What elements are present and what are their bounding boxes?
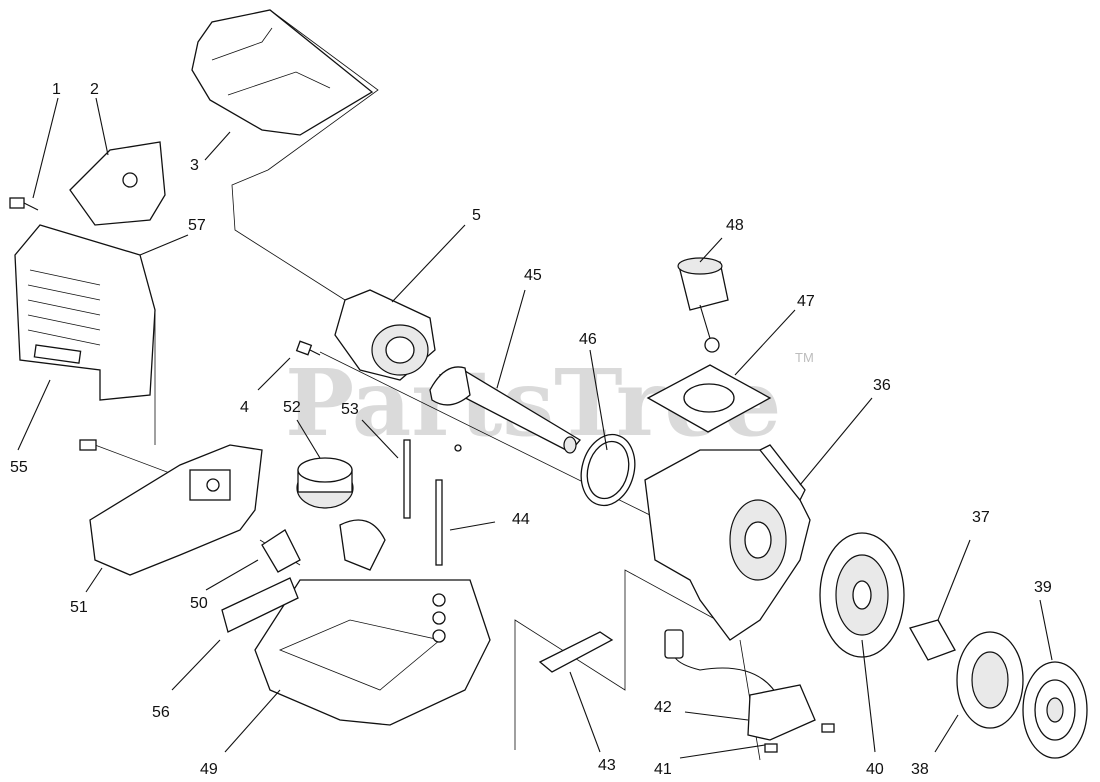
leader-lines: [17, 97, 1053, 759]
callout-40: 40: [866, 761, 884, 778]
part-43-gasket-strip: [538, 631, 614, 673]
callout-47: 47: [797, 293, 815, 310]
part-46-gasket: [580, 433, 636, 507]
part-38-starter-pulley: [956, 631, 1024, 729]
callout-56: 56: [152, 704, 170, 721]
callout-57: 57: [188, 217, 206, 234]
callout-4: 4: [240, 399, 249, 416]
part-45-crankshaft: [429, 366, 581, 454]
callout-53: 53: [341, 401, 359, 418]
part-5-clutch-housing: [334, 289, 436, 381]
part-3-top-shield: [191, 9, 374, 136]
part-39-recoil-spring: [1022, 661, 1088, 759]
watermark-trademark: TM: [795, 350, 814, 365]
part-42-ignition-module: [664, 629, 816, 741]
callout-41: 41: [654, 761, 672, 778]
callout-50: 50: [190, 595, 208, 612]
callout-46: 46: [579, 331, 597, 348]
part-36-crankcase: [644, 444, 811, 641]
callout-43: 43: [598, 757, 616, 774]
part-53-pin: [403, 439, 411, 519]
callout-38: 38: [911, 761, 929, 778]
callout-45: 45: [524, 267, 542, 284]
callout-52: 52: [283, 399, 301, 416]
part-47-cylinder-gasket: [646, 364, 772, 433]
part-41-screws: [764, 723, 835, 753]
callout-42: 42: [654, 699, 672, 716]
part-52-fuel-cap: [296, 457, 354, 509]
part-4-screw: [295, 340, 321, 356]
callout-numbers: 1 2 3 4 5 36 37 38 39 40 41 42 43 44 45 …: [10, 81, 1052, 778]
part-37-sleeve: [909, 619, 956, 661]
part-56-plate: [221, 577, 299, 633]
callout-51: 51: [70, 599, 88, 616]
callout-44: 44: [512, 511, 530, 528]
callout-1: 1: [52, 81, 61, 98]
part-1-screw: [9, 197, 39, 211]
part-44-pin: [432, 479, 446, 643]
part-48-piston: [677, 257, 729, 353]
part-2-cover-cap: [69, 141, 166, 226]
callout-55: 55: [10, 459, 28, 476]
callout-5: 5: [472, 207, 481, 224]
callout-49: 49: [200, 761, 218, 778]
callout-37: 37: [972, 509, 990, 526]
callout-3: 3: [190, 157, 199, 174]
callout-48: 48: [726, 217, 744, 234]
part-51-air-housing: [79, 439, 263, 576]
callout-39: 39: [1034, 579, 1052, 596]
part-50-grommet: [261, 529, 301, 573]
callout-2: 2: [90, 81, 99, 98]
part-57-engine-cover: [14, 224, 156, 401]
callout-36: 36: [873, 377, 891, 394]
part-40-flywheel: [819, 532, 905, 658]
